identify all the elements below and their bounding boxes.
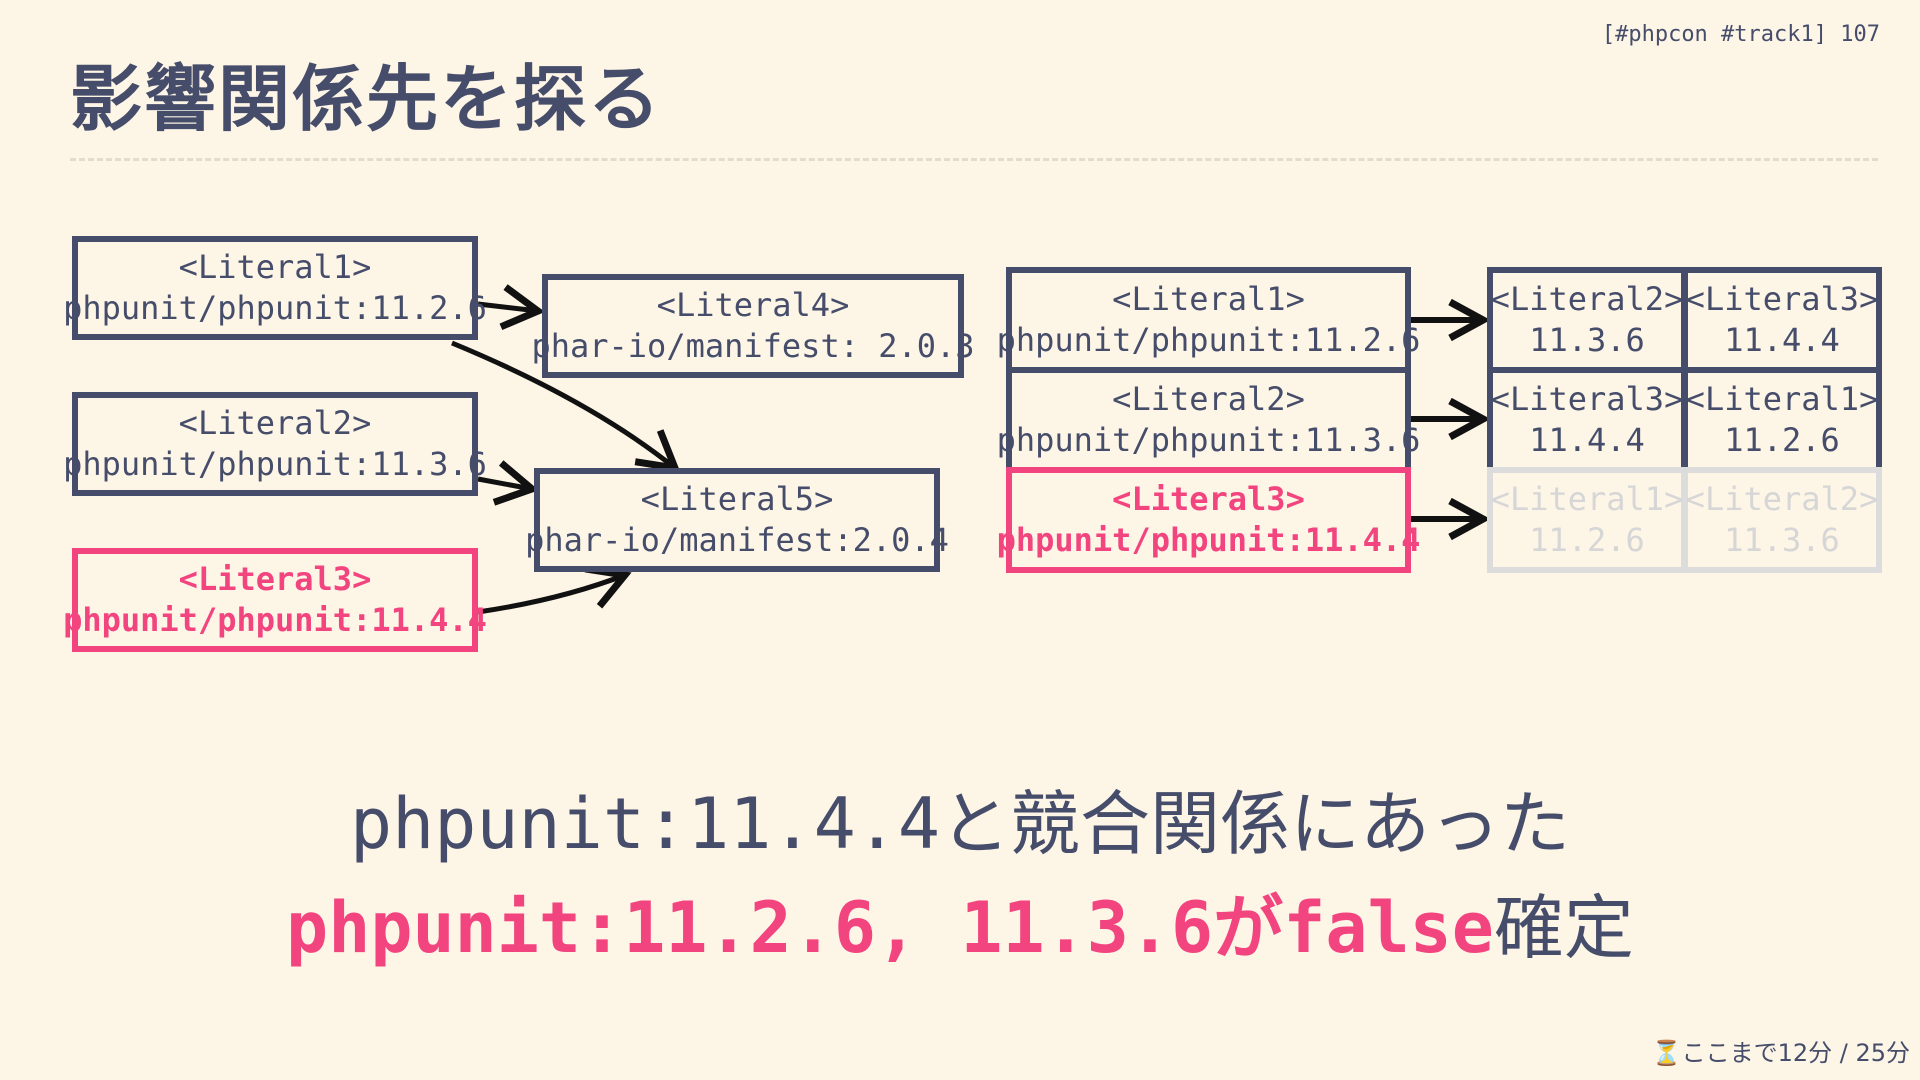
- right-row2-cell1: <Literal3> 11.4.4: [1487, 367, 1687, 473]
- version: 11.4.4: [1724, 321, 1840, 359]
- left-literal2-box: <Literal2> phpunit/phpunit:11.3.6: [63, 392, 487, 496]
- right-row2-cell2: <Literal1> 11.2.6: [1682, 367, 1882, 473]
- literal-name: <Literal2>: [1685, 480, 1879, 518]
- right-row3-source: <Literal3> phpunit/phpunit:11.4.4: [997, 467, 1420, 573]
- arrow-lit3-lit5: [477, 565, 632, 615]
- package-version: phpunit/phpunit:11.3.6: [63, 445, 487, 483]
- left-literal5-box: <Literal5> phar-io/manifest:2.0.4: [525, 468, 949, 572]
- literal-name: <Literal2>: [1490, 280, 1684, 318]
- left-literal4-box: <Literal4> phar-io/manifest: 2.0.3: [531, 274, 975, 378]
- package-version: phar-io/manifest:2.0.4: [525, 521, 949, 559]
- title-divider: [70, 158, 1878, 161]
- summary-text: と競合関係にあった: [940, 783, 1570, 865]
- literal-name: <Literal3>: [1490, 380, 1684, 418]
- package-version: phpunit/phpunit:11.2.6: [63, 289, 487, 327]
- right-row1-source: <Literal1> phpunit/phpunit:11.2.6: [997, 267, 1420, 373]
- arrow-lit2-lit5: [477, 460, 539, 506]
- version: 11.2.6: [1529, 521, 1645, 559]
- package-version: phpunit/phpunit:11.4.4: [63, 601, 487, 639]
- literal-name: <Literal1>: [1685, 380, 1879, 418]
- literal-name: <Literal1>: [1112, 280, 1305, 318]
- slide-meta: [#phpcon #track1] 107: [1601, 22, 1880, 47]
- literal-name: <Literal3>: [1112, 480, 1305, 518]
- literal-name: <Literal1>: [178, 248, 372, 286]
- literal-name: <Literal2>: [1112, 380, 1305, 418]
- package-version: phpunit/phpunit:11.2.6: [996, 321, 1421, 359]
- summary-line-1: phpunit:11.4.4と競合関係にあった: [0, 768, 1920, 869]
- version: 11.3.6: [1529, 321, 1645, 359]
- package-version: phar-io/manifest: 2.0.3: [531, 327, 975, 365]
- summary-conclusion-highlight: phpunit:11.2.6, 11.3.6が: [286, 887, 1284, 969]
- slide-title: 影響関係先を探る: [70, 57, 663, 141]
- literal-name: <Literal1>: [1490, 480, 1684, 518]
- left-literal1-box: <Literal1> phpunit/phpunit:11.2.6: [63, 236, 487, 340]
- version: 11.4.4: [1529, 421, 1645, 459]
- elapsed-timer: ⏳ここまで12分 / 25分: [1651, 1039, 1910, 1067]
- summary-false: false: [1283, 887, 1494, 969]
- literal-name: <Literal2>: [178, 404, 372, 442]
- arrow-lit1-lit4: [477, 284, 546, 331]
- summary-version: phpunit:11.4.4: [349, 783, 940, 865]
- left-literal3-box: <Literal3> phpunit/phpunit:11.4.4: [63, 548, 487, 652]
- right-row3-cell1: <Literal1> 11.2.6: [1487, 467, 1687, 573]
- literal-name: <Literal3>: [1685, 280, 1879, 318]
- right-row1-cell2: <Literal3> 11.4.4: [1682, 267, 1882, 373]
- version: 11.3.6: [1724, 521, 1840, 559]
- summary-conclusion-text: 確定: [1493, 887, 1634, 969]
- package-version: phpunit/phpunit:11.4.4: [996, 521, 1421, 559]
- summary-line-2: phpunit:11.2.6, 11.3.6がfalse確定: [0, 872, 1920, 973]
- right-row3-cell2: <Literal2> 11.3.6: [1682, 467, 1882, 573]
- package-version: phpunit/phpunit:11.3.6: [996, 421, 1421, 459]
- right-row1-cell1: <Literal2> 11.3.6: [1487, 267, 1687, 373]
- literal-name: <Literal3>: [178, 560, 372, 598]
- arrow-lit1-lit5: [451, 340, 681, 473]
- right-row2-source: <Literal2> phpunit/phpunit:11.3.6: [997, 367, 1420, 473]
- literal-name: <Literal5>: [640, 480, 834, 518]
- version: 11.2.6: [1724, 421, 1840, 459]
- literal-name: <Literal4>: [656, 286, 850, 324]
